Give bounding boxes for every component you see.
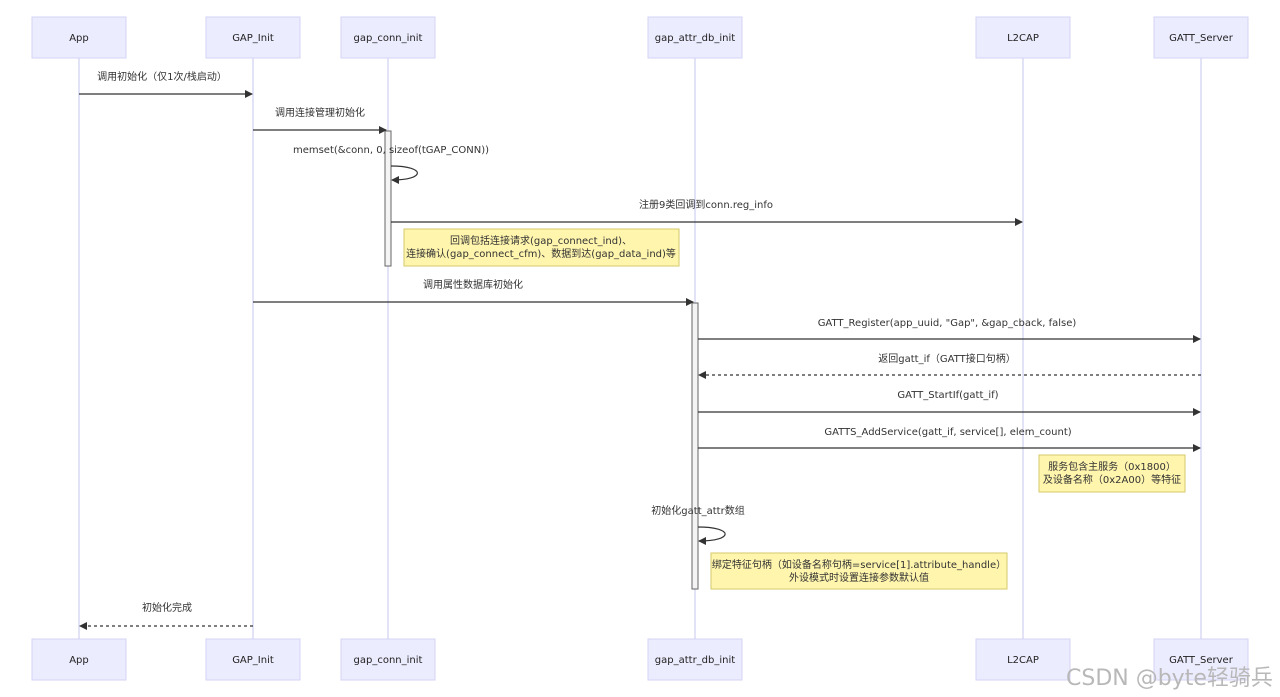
actor-label: gap_attr_db_init [655, 655, 735, 666]
note-line: 服务包含主服务（0x1800） [1048, 460, 1176, 473]
actor-label: gap_conn_init [354, 655, 423, 666]
actor-label: gap_conn_init [354, 33, 423, 44]
message-gatt-startif: GATT_StartIf(gatt_if) [698, 390, 1201, 416]
message-label: GATTS_AddService(gatt_if, service[], ele… [824, 427, 1071, 438]
message-label: 调用连接管理初始化 [275, 106, 365, 119]
message-label: memset(&conn, 0, sizeof(tGAP_CONN)) [293, 145, 489, 156]
actor-gatt-server-top: GATT_Server [1153, 16, 1249, 59]
actor-l2cap-bottom: L2CAP [975, 638, 1071, 681]
message-conn-init-call: 调用连接管理初始化 [253, 106, 387, 134]
actor-gap-conn-init-bottom: gap_conn_init [340, 638, 436, 681]
actor-gatt-server-bottom: GATT_Server [1153, 638, 1249, 681]
message-label: 注册9类回调到conn.reg_info [639, 198, 773, 211]
actor-label: GAP_Init [232, 655, 274, 666]
actor-label: GATT_Server [1169, 33, 1234, 44]
note-handle-binding: 绑定特征句柄（如设备名称句柄=service[1].attribute_hand… [710, 552, 1008, 590]
message-label: 调用初始化（仅1次/栈启动） [97, 70, 227, 83]
message-memset-self: memset(&conn, 0, sizeof(tGAP_CONN)) [293, 145, 489, 184]
message-label: 初始化gatt_attr数组 [651, 504, 744, 517]
actor-app-bottom: App [31, 638, 127, 681]
message-init-gatt-attr-self: 初始化gatt_attr数组 [651, 504, 745, 545]
actor-gap-init-bottom: GAP_Init [205, 638, 301, 681]
actor-gap-conn-init-top: gap_conn_init [340, 16, 436, 59]
actor-label: L2CAP [1007, 655, 1039, 666]
note-line: 及设备名称（0x2A00）等特征 [1043, 473, 1181, 486]
actor-gap-attr-db-init-top: gap_attr_db_init [647, 16, 743, 59]
actor-gap-attr-db-init-bottom: gap_attr_db_init [647, 638, 743, 681]
note-line: 连接确认(gap_connect_cfm)、数据到达(gap_data_ind)… [406, 247, 676, 260]
actor-label: GATT_Server [1169, 655, 1234, 666]
message-init-complete: 初始化完成 [79, 601, 253, 630]
actor-label: App [69, 655, 89, 666]
activation-gap-conn-init [384, 130, 392, 267]
note-callbacks: 回调包括连接请求(gap_connect_ind)、 连接确认(gap_conn… [403, 228, 680, 267]
message-label: 初始化完成 [142, 601, 192, 614]
actor-l2cap-top: L2CAP [975, 16, 1071, 59]
actor-label: gap_attr_db_init [655, 33, 735, 44]
note-line: 外设模式时设置连接参数默认值 [789, 571, 929, 584]
actor-gap-init-top: GAP_Init [205, 16, 301, 59]
message-label: 返回gatt_if（GATT接口句柄） [878, 352, 1015, 365]
message-return-gatt-if: 返回gatt_if（GATT接口句柄） [698, 352, 1201, 379]
message-label: 调用属性数据库初始化 [423, 278, 523, 291]
actor-label: App [69, 33, 89, 44]
actor-label: L2CAP [1007, 33, 1039, 44]
message-label: GATT_StartIf(gatt_if) [897, 390, 998, 401]
activation-gap-attr-db-init [691, 302, 699, 590]
message-gatt-register: GATT_Register(app_uuid, "Gap", &gap_cbac… [698, 318, 1201, 343]
actor-app-top: App [31, 16, 127, 59]
message-init-call: 调用初始化（仅1次/栈启动） [79, 70, 253, 98]
message-gatts-addservice: GATTS_AddService(gatt_if, service[], ele… [698, 427, 1201, 452]
actor-label: GAP_Init [232, 33, 274, 44]
message-register-callbacks: 注册9类回调到conn.reg_info [391, 198, 1023, 226]
note-service: 服务包含主服务（0x1800） 及设备名称（0x2A00）等特征 [1038, 454, 1186, 493]
message-attr-db-init-call: 调用属性数据库初始化 [253, 278, 694, 306]
note-line: 绑定特征句柄（如设备名称句柄=service[1].attribute_hand… [712, 558, 1006, 571]
note-line: 回调包括连接请求(gap_connect_ind)、 [450, 234, 632, 247]
watermark: CSDN @byte轻骑兵 [1066, 666, 1273, 691]
message-label: GATT_Register(app_uuid, "Gap", &gap_cbac… [818, 318, 1077, 329]
